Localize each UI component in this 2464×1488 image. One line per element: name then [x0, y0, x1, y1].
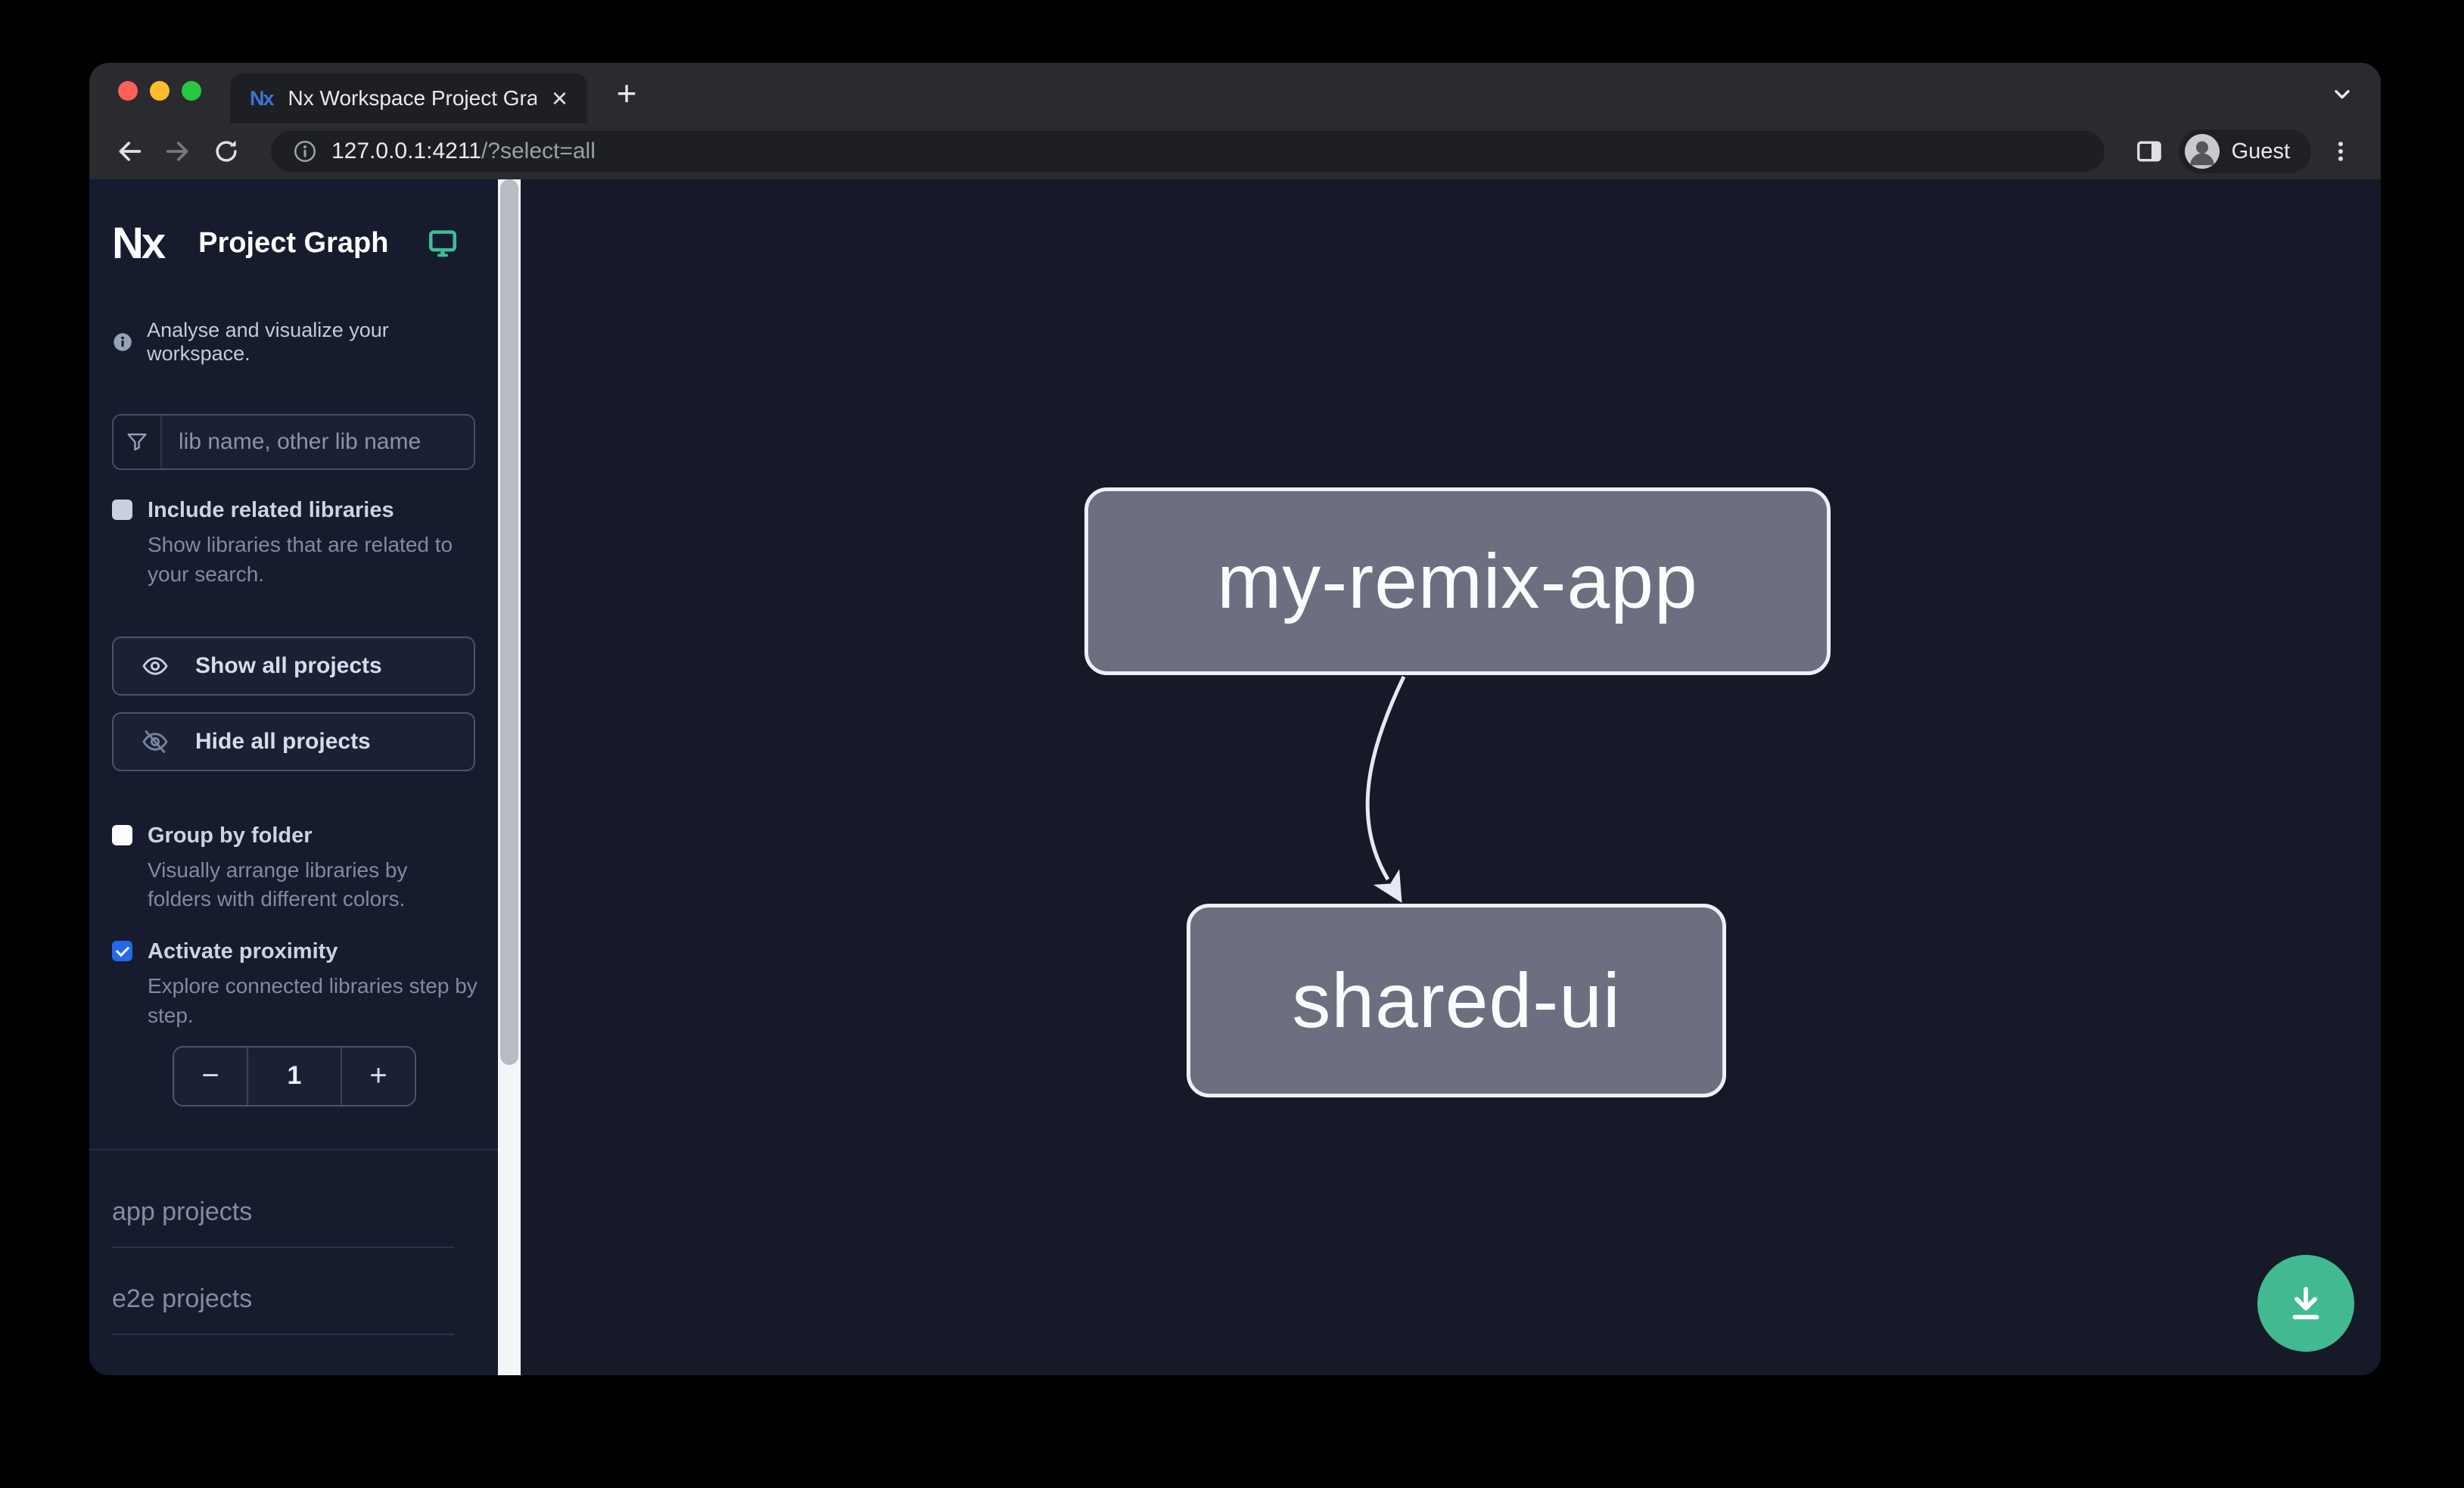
hide-all-projects-button[interactable]: Hide all projects: [112, 711, 475, 771]
person-icon: [2189, 141, 2214, 166]
filter-input[interactable]: [162, 416, 474, 469]
filter-icon-cell: [114, 416, 162, 469]
activate-proximity-texts: Activate proximity Explore connected lib…: [148, 937, 485, 1031]
side-panel-icon: [2136, 141, 2161, 162]
tab-strip: Nx Nx Workspace Project Graph × +: [89, 63, 2381, 123]
activate-proximity-description: Explore connected libraries step by step…: [148, 974, 478, 1027]
download-image-button[interactable]: [2257, 1255, 2354, 1352]
nx-logo: Nx: [112, 218, 166, 268]
browser-window: Nx Nx Workspace Project Graph × + 127.0: [89, 63, 2381, 1375]
show-all-projects-label: Show all projects: [195, 652, 382, 678]
funnel-icon: [127, 433, 147, 451]
group-by-folder-texts: Group by folder Visually arrange librari…: [148, 821, 465, 915]
profile-label: Guest: [2231, 139, 2290, 163]
include-related-texts: Include related libraries Show libraries…: [148, 496, 481, 590]
nx-favicon-icon: Nx: [250, 86, 274, 110]
group-by-folder-description: Visually arrange libraries by folders wi…: [148, 858, 408, 911]
back-arrow-icon: [119, 142, 142, 161]
include-related-label: Include related libraries: [148, 498, 394, 522]
browser-tab[interactable]: Nx Nx Workspace Project Graph ×: [230, 73, 587, 123]
forward-arrow-icon: [166, 142, 188, 161]
show-all-projects-button[interactable]: Show all projects: [112, 636, 475, 696]
site-info-icon[interactable]: [292, 139, 318, 164]
graph-edge: [1365, 675, 1406, 903]
tagline-row: Analyse and visualize your workspace.: [112, 319, 475, 366]
page-title: Project Graph: [198, 226, 389, 259]
proximity-value: 1: [247, 1047, 342, 1105]
group-by-folder-label: Group by folder: [148, 823, 313, 848]
reload-button[interactable]: [207, 132, 245, 170]
eye-off-icon: [142, 730, 168, 753]
graph-canvas[interactable]: my-remix-app shared-ui: [521, 179, 2381, 1375]
new-tab-button[interactable]: +: [616, 73, 637, 113]
window-zoom-button[interactable]: [182, 81, 201, 101]
avatar: [2184, 134, 2220, 169]
activate-proximity-row: Activate proximity Explore connected lib…: [112, 937, 478, 1031]
window-minimize-button[interactable]: [150, 81, 170, 101]
scrollbar-thumb[interactable]: [500, 179, 518, 1065]
download-icon: [2292, 1287, 2319, 1320]
url-text: 127.0.0.1:4211/?select=all: [331, 139, 596, 164]
proximity-stepper: − 1 +: [173, 1045, 416, 1107]
chevron-down-icon: [2335, 89, 2350, 99]
sidebar-brand: Nx Project Graph: [112, 216, 475, 270]
window-content: Nx Project Graph Analyse and visualize y…: [89, 179, 2381, 1375]
filter-box: [112, 414, 475, 470]
url-host: 127.0.0.1:4211: [331, 139, 481, 163]
activate-proximity-checkbox[interactable]: [112, 941, 132, 962]
browser-menu-button[interactable]: [2322, 132, 2360, 170]
graph-node-my-remix-app[interactable]: my-remix-app: [1084, 487, 1831, 675]
sidebar: Nx Project Graph Analyse and visualize y…: [89, 179, 498, 1375]
address-bar[interactable]: 127.0.0.1:4211/?select=all: [271, 131, 2105, 172]
monitor-icon: [427, 227, 459, 259]
include-related-row: Include related libraries Show libraries…: [112, 496, 475, 590]
include-related-checkbox[interactable]: [112, 500, 132, 520]
profile-chip[interactable]: Guest: [2178, 129, 2311, 173]
forward-button[interactable]: [159, 132, 197, 170]
side-panel-button[interactable]: [2130, 132, 2168, 170]
group-by-folder-checkbox[interactable]: [112, 824, 132, 845]
tab-list-button[interactable]: [2329, 82, 2355, 105]
reload-icon: [216, 140, 237, 162]
sidebar-divider: [89, 1148, 498, 1150]
include-related-description: Show libraries that are related to your …: [148, 533, 453, 586]
tab-title: Nx Workspace Project Graph: [288, 86, 537, 110]
url-path: /?select=all: [481, 139, 596, 163]
activate-proximity-label: Activate proximity: [148, 939, 338, 964]
section-header-app-projects[interactable]: app projects: [112, 1197, 454, 1248]
kebab-menu-icon: [2338, 142, 2343, 161]
tab-close-button[interactable]: ×: [551, 82, 568, 114]
tagline-text: Analyse and visualize your workspace.: [147, 319, 389, 365]
back-button[interactable]: [110, 132, 148, 170]
browser-toolbar: 127.0.0.1:4211/?select=all Guest: [89, 123, 2381, 179]
sidebar-scrollbar[interactable]: [498, 179, 521, 1375]
proximity-decrement-button[interactable]: −: [201, 1059, 219, 1093]
eye-icon: [142, 656, 168, 675]
graph-node-shared-ui[interactable]: shared-ui: [1187, 904, 1726, 1097]
hide-all-projects-label: Hide all projects: [195, 728, 371, 754]
group-by-folder-row: Group by folder Visually arrange librari…: [112, 821, 475, 915]
section-header-e2e-projects[interactable]: e2e projects: [112, 1284, 454, 1335]
proximity-increment-button[interactable]: +: [369, 1059, 387, 1093]
info-icon: [114, 333, 132, 351]
window-close-button[interactable]: [118, 81, 138, 101]
